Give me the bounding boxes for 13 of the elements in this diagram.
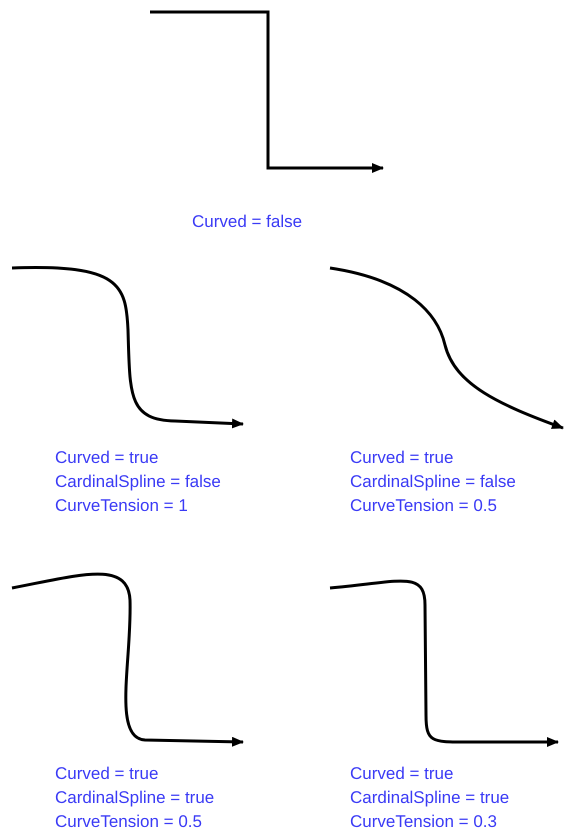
setting-label: Curved = true — [55, 447, 158, 469]
setting-label: Curved = true — [350, 763, 454, 785]
setting-label: Curved = false — [192, 211, 302, 233]
setting-label: CardinalSpline = true — [350, 787, 510, 809]
setting-label: CurveTension = 1 — [55, 495, 188, 517]
setting-label: CardinalSpline = true — [55, 787, 214, 809]
setting-label: Curved = true — [55, 763, 158, 785]
setting-label: CardinalSpline = false — [350, 471, 516, 493]
setting-label: CurveTension = 0.3 — [350, 811, 497, 833]
setting-label: CurveTension = 0.5 — [55, 811, 202, 833]
setting-label: Curved = true — [350, 447, 454, 469]
setting-label: CurveTension = 0.5 — [350, 495, 497, 517]
setting-label: CardinalSpline = false — [55, 471, 221, 493]
